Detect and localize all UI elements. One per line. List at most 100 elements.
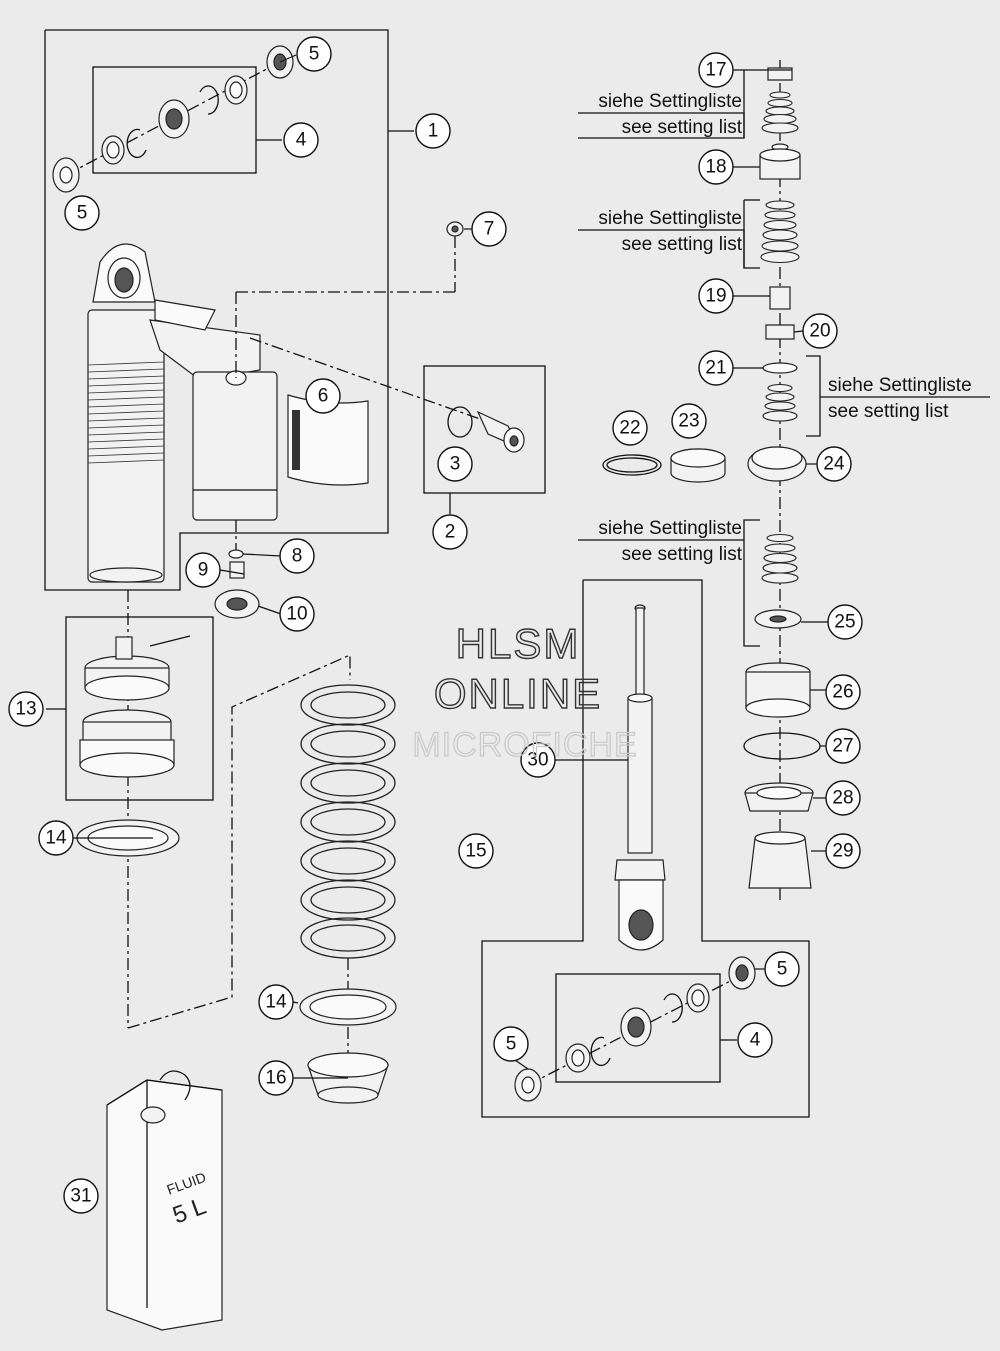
callout-29-label: 29	[832, 841, 853, 862]
callout-30[interactable]: 30	[520, 742, 556, 778]
callout-16-label: 16	[265, 1068, 286, 1089]
callout-25[interactable]: 25	[827, 604, 863, 640]
callout-6-label: 6	[318, 386, 329, 407]
callout-4-top[interactable]: 4	[283, 122, 319, 158]
callout-10[interactable]: 10	[279, 596, 315, 632]
reservoir	[192, 236, 484, 552]
group-box-1	[44, 29, 414, 591]
piston-rod	[614, 604, 666, 951]
callout-6[interactable]: 6	[305, 378, 341, 414]
callout-5-bottom-right-label: 5	[777, 959, 788, 980]
bearing-kit-bottom	[514, 956, 756, 1102]
callout-9-label: 9	[198, 560, 209, 581]
callout-2-label: 2	[445, 522, 456, 543]
callout-18-label: 18	[705, 157, 726, 178]
part-7-cap	[446, 221, 464, 237]
shim-stack	[747, 60, 807, 900]
callout-4-top-label: 4	[296, 130, 307, 151]
callout-31[interactable]: 31	[63, 1178, 99, 1214]
callout-21[interactable]: 21	[698, 350, 734, 386]
callout-5-bottom-right[interactable]: 5	[764, 951, 800, 987]
callout-4-bottom-label: 4	[750, 1030, 761, 1051]
bearing-kit-box-bottom	[555, 973, 737, 1083]
callout-5-top-right[interactable]: 5	[296, 36, 332, 72]
valve-3	[447, 406, 525, 453]
setting-note-3-en: see setting list	[828, 401, 949, 422]
callout-5-top-left-label: 5	[77, 203, 88, 224]
callout-16[interactable]: 16	[258, 1060, 294, 1096]
setting-note-4-de: siehe Settingliste	[598, 518, 742, 539]
callout-28-label: 28	[832, 788, 853, 809]
adjuster-box-13	[46, 616, 214, 801]
setting-note-4-en: see setting list	[622, 544, 743, 565]
callout-14-left[interactable]: 14	[38, 820, 74, 856]
watermark-line2: ONLINE	[434, 670, 602, 717]
callout-3[interactable]: 3	[437, 446, 473, 482]
spring-seat-16	[307, 1052, 389, 1104]
callout-8-label: 8	[292, 546, 303, 567]
watermark-line3: MICROFICHE	[412, 726, 637, 764]
callout-14-mid[interactable]: 14	[258, 984, 294, 1020]
callout-9[interactable]: 9	[185, 552, 221, 588]
callout-26-label: 26	[832, 682, 853, 703]
adjuster-13	[79, 590, 191, 1028]
callout-15[interactable]: 15	[458, 833, 494, 869]
callout-7[interactable]: 7	[471, 211, 507, 247]
callout-20-label: 20	[809, 321, 830, 342]
callout-15-label: 15	[465, 841, 486, 862]
callout-1-label: 1	[428, 121, 439, 142]
callout-2[interactable]: 2	[432, 514, 468, 550]
callout-24-label: 24	[823, 454, 845, 475]
setting-note-2-de: siehe Settingliste	[598, 208, 742, 229]
setting-note-3-de: siehe Settingliste	[828, 375, 972, 396]
callout-27[interactable]: 27	[825, 728, 861, 764]
valve-box-2	[423, 365, 546, 514]
callout-21-label: 21	[705, 358, 726, 379]
callout-14-mid-label: 14	[265, 992, 287, 1013]
callout-3-label: 3	[450, 454, 461, 475]
callout-25-label: 25	[834, 612, 855, 633]
setting-note-1-en: see setting list	[622, 117, 743, 138]
callout-1[interactable]: 1	[415, 113, 451, 149]
ring-14-mid	[299, 988, 397, 1026]
callout-13-label: 13	[15, 699, 36, 720]
callout-26[interactable]: 26	[825, 674, 861, 710]
setting-note-2-en: see setting list	[622, 234, 743, 255]
callout-22[interactable]: 22	[612, 410, 648, 446]
callout-31-label: 31	[70, 1186, 91, 1207]
callout-10-label: 10	[286, 604, 307, 625]
seal-head-parts	[743, 662, 821, 889]
callout-13[interactable]: 13	[8, 691, 44, 727]
callout-5-top-left[interactable]: 5	[64, 195, 100, 231]
callout-7-label: 7	[484, 219, 495, 240]
callout-18[interactable]: 18	[698, 149, 734, 185]
callout-5-bottom-left-label: 5	[506, 1034, 517, 1055]
callout-20[interactable]: 20	[802, 313, 838, 349]
callout-17[interactable]: 17	[698, 52, 734, 88]
bearing-kit-top	[52, 45, 294, 193]
callout-5-bottom-left[interactable]: 5	[493, 1026, 529, 1062]
callout-27-label: 27	[832, 736, 853, 757]
callout-23[interactable]: 23	[671, 403, 707, 439]
callout-24[interactable]: 24	[816, 446, 852, 482]
callout-17-label: 17	[705, 60, 726, 81]
ring-22	[602, 454, 662, 476]
piston-rod-box-15	[481, 579, 810, 1118]
callout-4-bottom[interactable]: 4	[737, 1022, 773, 1058]
callout-28[interactable]: 28	[825, 780, 861, 816]
callout-23-label: 23	[678, 411, 699, 432]
spring	[127, 654, 396, 1060]
setting-note-1-de: siehe Settingliste	[598, 91, 742, 112]
callout-29[interactable]: 29	[825, 833, 861, 869]
callout-19[interactable]: 19	[698, 278, 734, 314]
ring-23	[670, 448, 726, 483]
bearing-kit-box-top	[92, 66, 282, 174]
shock-body	[87, 243, 261, 583]
setting-brackets	[578, 70, 990, 647]
callout-8[interactable]: 8	[279, 538, 315, 574]
callout-22-label: 22	[619, 418, 640, 439]
leader-lines	[73, 54, 828, 1079]
fluid-can	[106, 1070, 223, 1331]
